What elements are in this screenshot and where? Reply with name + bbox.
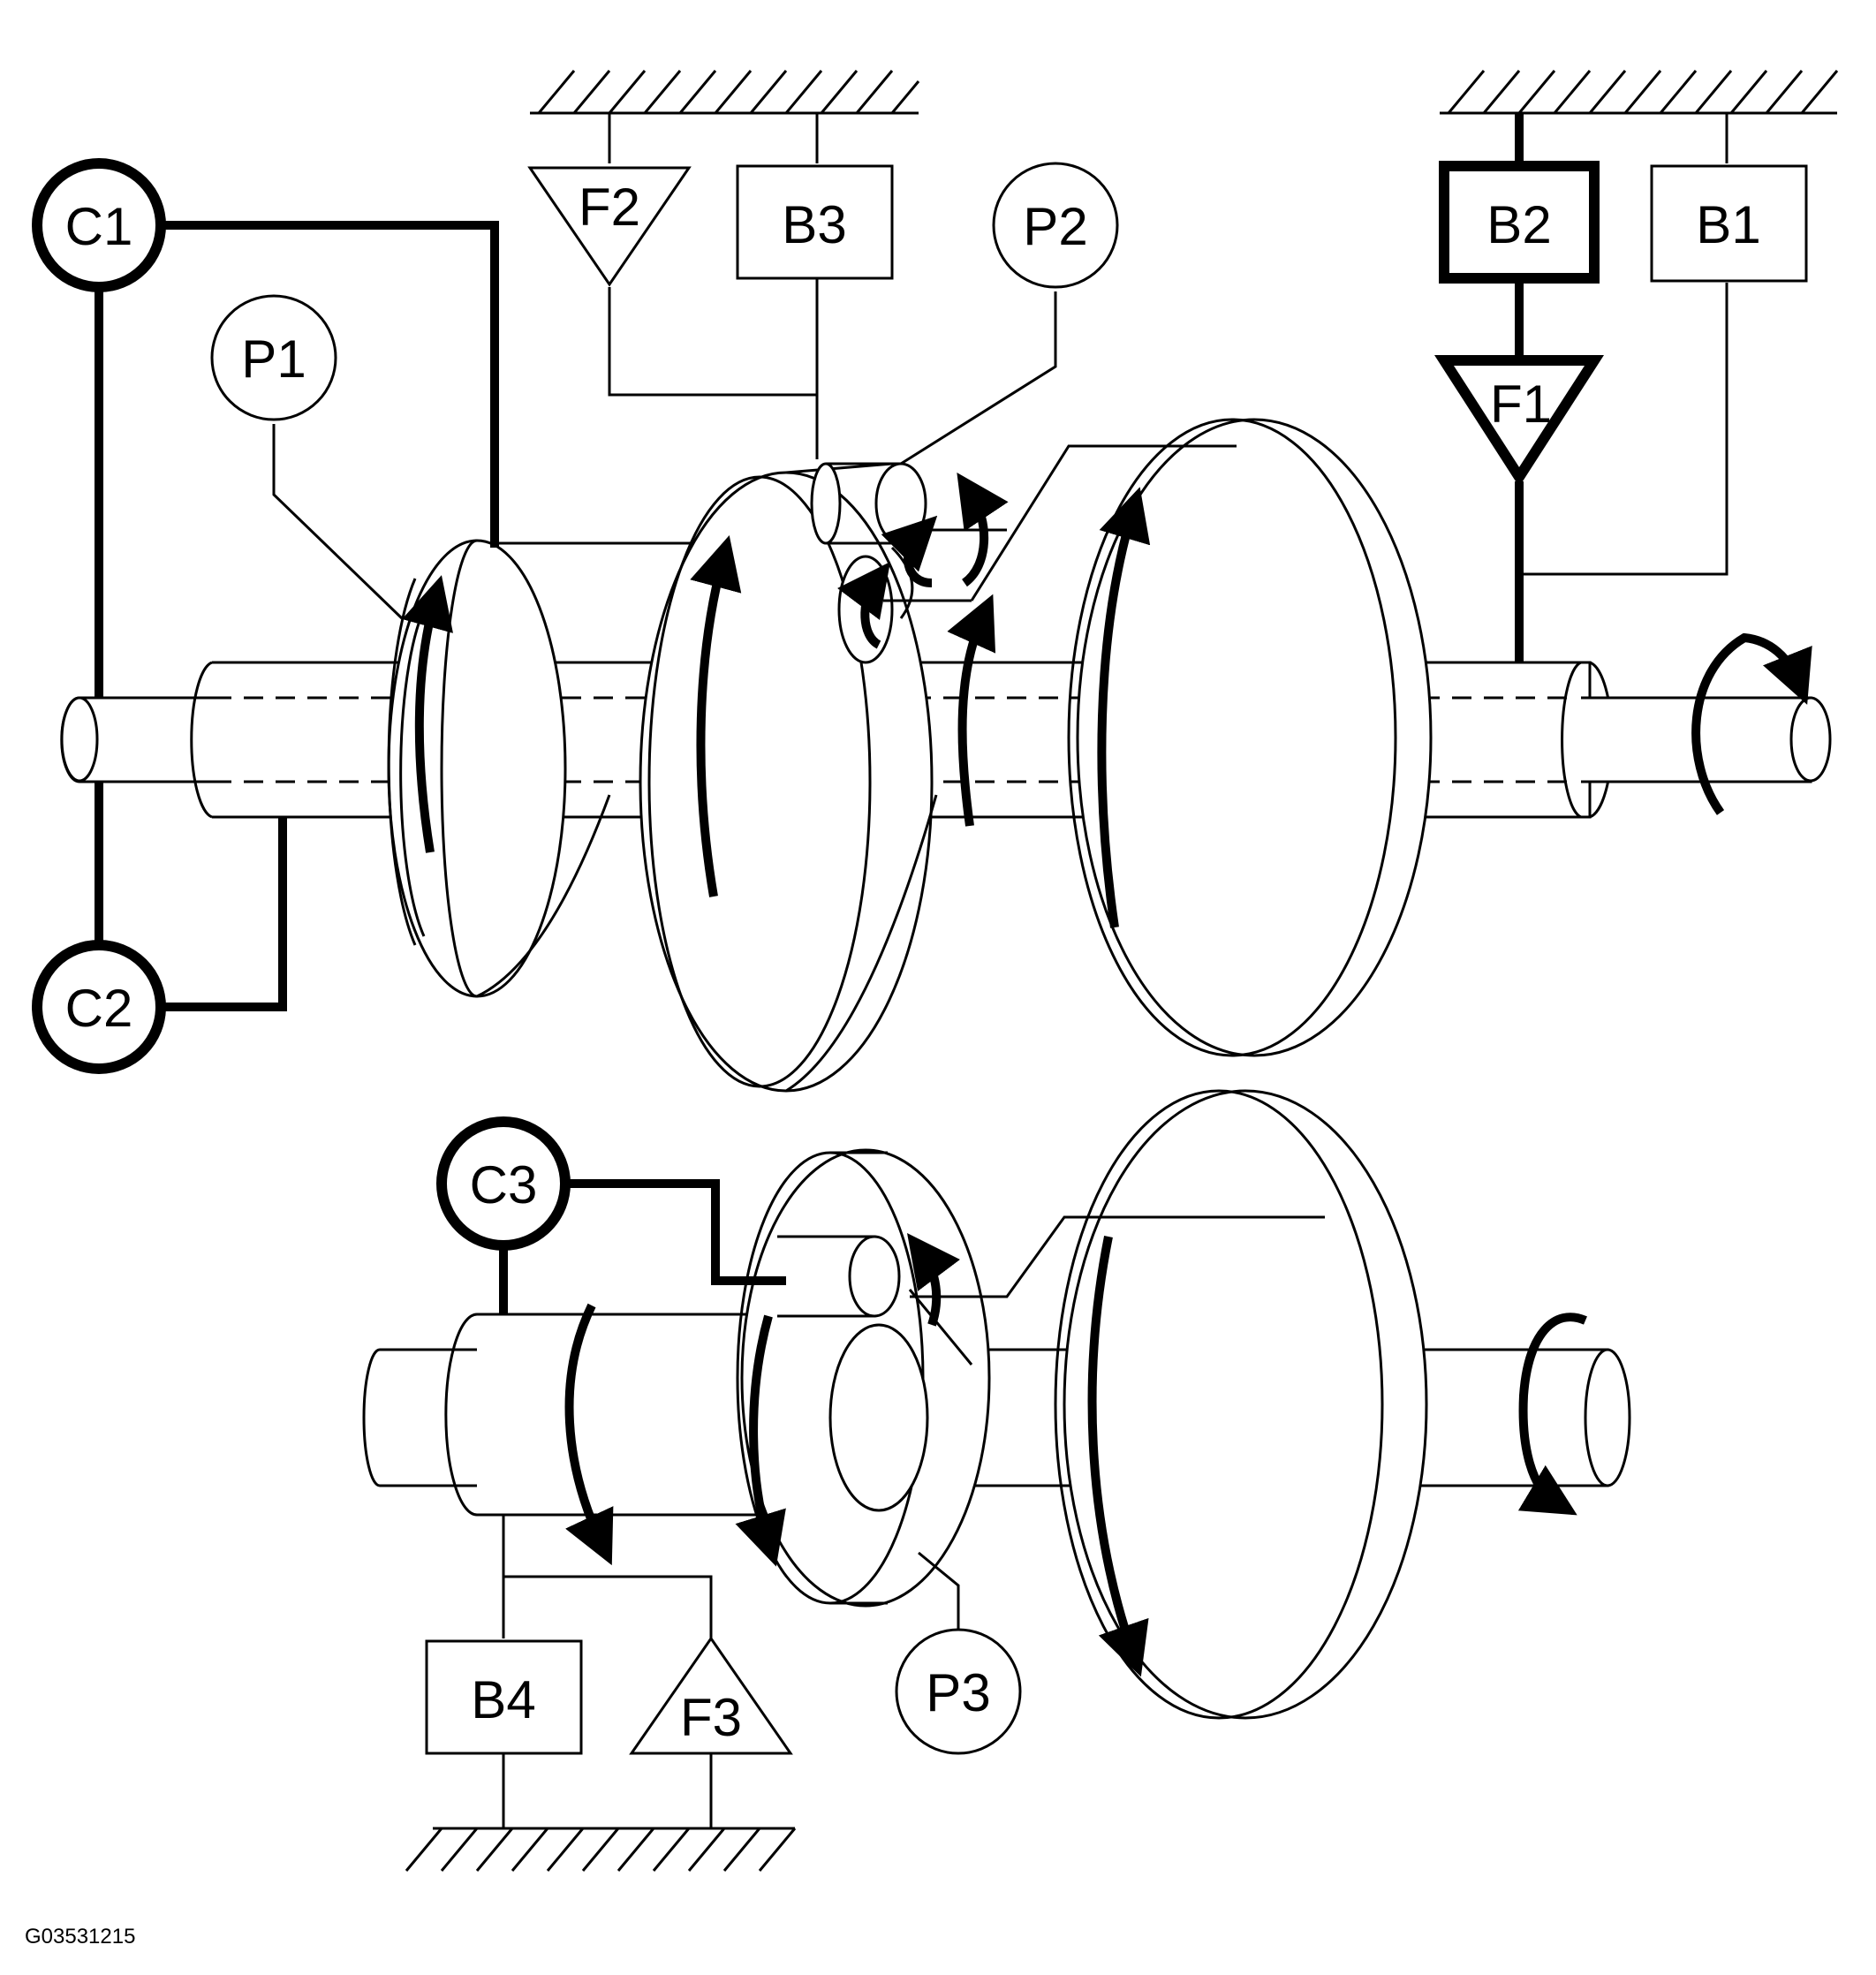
- lower-large-ring-drum: [910, 1089, 1428, 1720]
- planetary-p1-label: P1: [241, 329, 306, 389]
- large-ring-drum: [970, 418, 1433, 1057]
- c3-drum: [444, 1313, 761, 1517]
- p3-pinion: [777, 1235, 973, 1366]
- one-way-clutch-f3: F3: [629, 1636, 793, 1755]
- figure-code: G03531215: [25, 1925, 135, 1949]
- c3-link: [499, 1179, 786, 1314]
- rotation-arrows-lower: [564, 1232, 1587, 1677]
- clutch-c3-label: C3: [470, 1155, 538, 1215]
- clutch-c1-label: C1: [65, 197, 133, 256]
- brake-b2-label: B2: [1486, 195, 1551, 254]
- brake-b4-label: B4: [471, 1670, 535, 1729]
- one-way-clutch-f1-label: F1: [1490, 375, 1552, 434]
- clutch-c2-label: C2: [65, 979, 133, 1038]
- p1-drum: [387, 539, 707, 998]
- f2-b3-link: [608, 113, 819, 459]
- b1-link: [1519, 113, 1728, 576]
- brake-b3-label: B3: [782, 195, 846, 254]
- clutch-c2: C2: [32, 940, 166, 1074]
- one-way-clutch-f2: F2: [527, 166, 692, 287]
- c2-link: [95, 782, 287, 1011]
- brake-b1-label: B1: [1696, 195, 1760, 254]
- brake-b4: B4: [425, 1639, 583, 1755]
- ground-hatch-top-right: [1440, 70, 1839, 115]
- planetary-p1: P1: [210, 294, 337, 421]
- planetary-p2-label: P2: [1023, 197, 1087, 256]
- planetary-p3: P3: [895, 1628, 1022, 1755]
- one-way-clutch-f3-label: F3: [680, 1688, 742, 1747]
- ground-hatch-bottom: [405, 1827, 797, 1872]
- planetary-p3-label: P3: [926, 1663, 990, 1722]
- ground-hatch-top-left: [530, 70, 920, 115]
- brake-b3: B3: [736, 164, 894, 280]
- one-way-clutch-f1: F1: [1434, 355, 1604, 488]
- p2-ring-gear: [639, 462, 938, 1093]
- p2-leader: [900, 291, 1057, 465]
- one-way-clutch-f2-label: F2: [579, 178, 640, 237]
- c1-link: [95, 221, 499, 698]
- p3-leader: [918, 1551, 960, 1630]
- brake-b2: B2: [1439, 161, 1600, 284]
- b4-f3-link: [502, 1515, 713, 1828]
- clutch-c1: C1: [32, 158, 166, 292]
- brake-b1: B1: [1650, 164, 1808, 283]
- output-shaft-upper: [1581, 696, 1832, 783]
- rotation-arrows-upper: [402, 473, 1812, 928]
- planetary-p2: P2: [992, 162, 1119, 289]
- p3-ring-gear: [736, 1148, 991, 1608]
- clutch-c3: C3: [436, 1116, 571, 1251]
- p1-leader: [272, 424, 404, 620]
